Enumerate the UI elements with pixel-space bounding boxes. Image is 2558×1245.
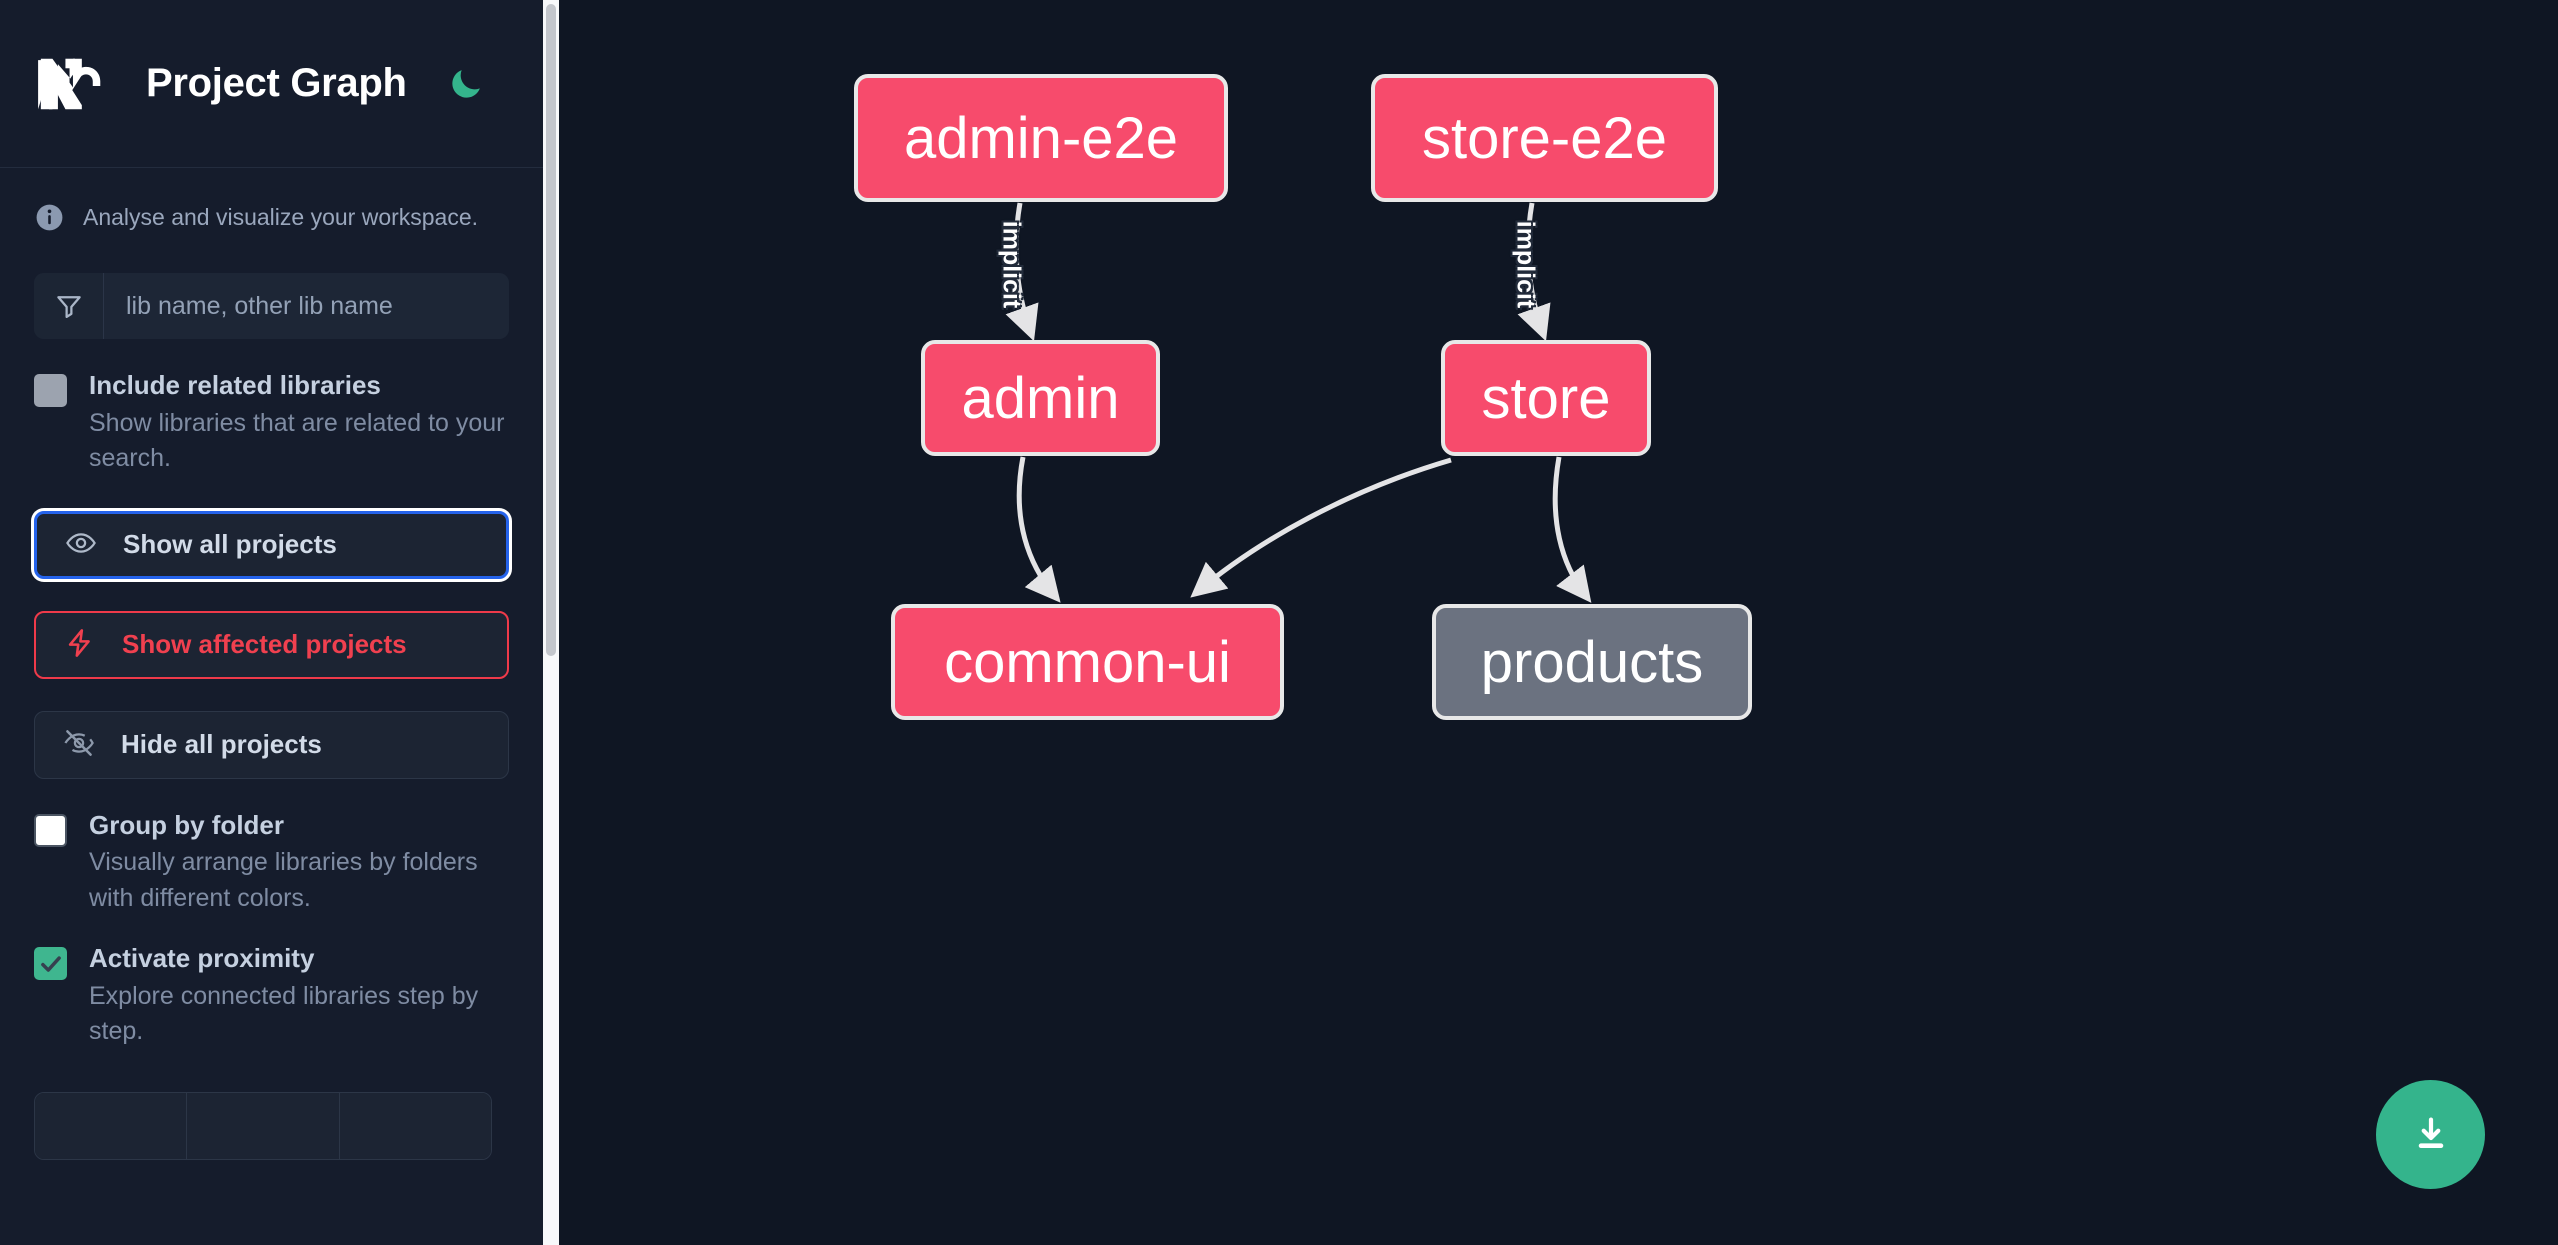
option-description: Explore connected libraries step by step… <box>89 981 479 1046</box>
eye-off-icon <box>63 727 95 762</box>
graph-edges-layer <box>1005 202 1592 603</box>
edge-store-e2e-to-store <box>1517 202 1551 342</box>
edge-admin-to-common-ui <box>1016 456 1061 603</box>
tagline-text: Analyse and visualize your workspace. <box>83 204 479 230</box>
graph-node-common-ui[interactable]: common-ui <box>891 604 1284 720</box>
search-box[interactable] <box>34 273 509 339</box>
graph-node-products[interactable]: products <box>1432 604 1752 720</box>
graph-node-store-e2e[interactable]: store-e2e <box>1371 74 1718 202</box>
option-label: Activate proximity <box>89 943 315 973</box>
lightning-icon <box>64 627 96 662</box>
hide-all-projects-button[interactable]: Hide all projects <box>34 710 509 779</box>
option-group-by-folder[interactable]: Group by folder Visually arrange librari… <box>0 779 543 917</box>
edge-admin-e2e-to-admin <box>1005 202 1039 342</box>
sidebar-header: Project Graph <box>0 0 543 168</box>
edge-store-to-common-ui <box>1190 457 1452 598</box>
option-label: Group by folder <box>89 809 284 840</box>
option-description: Visually arrange libraries by folders wi… <box>89 848 478 912</box>
moon-icon[interactable] <box>443 61 489 107</box>
show-affected-projects-button[interactable]: Show affected projects <box>34 610 509 679</box>
option-include-related-libraries[interactable]: Include related libraries Show libraries… <box>0 339 543 477</box>
checkbox-group-by-folder[interactable] <box>34 813 67 847</box>
checkbox-include-related-libraries[interactable] <box>34 374 67 407</box>
page-title: Project Graph <box>146 61 407 105</box>
search-input[interactable] <box>104 273 509 339</box>
checkbox-activate-proximity[interactable] <box>34 947 67 980</box>
sidebar-tagline: Analyse and visualize your workspace. <box>0 168 543 255</box>
segment-2[interactable] <box>187 1092 340 1159</box>
info-icon <box>34 202 65 233</box>
eye-icon <box>65 527 97 562</box>
option-label: Include related libraries <box>89 370 381 400</box>
graph-node-admin-e2e[interactable]: admin-e2e <box>854 74 1228 202</box>
segment-1[interactable] <box>35 1092 188 1159</box>
button-label: Show all projects <box>123 529 337 559</box>
download-icon <box>2418 1117 2443 1148</box>
graph-node-store[interactable]: store <box>1441 340 1651 456</box>
graph-node-admin[interactable]: admin <box>921 340 1160 456</box>
search-section <box>0 255 543 339</box>
bottom-segmented-control[interactable] <box>34 1091 492 1160</box>
sidebar: Project Graph Analyse and visualize yo <box>0 0 559 1245</box>
filter-icon <box>34 273 104 339</box>
segment-3[interactable] <box>339 1092 491 1159</box>
sidebar-scroll-content: Project Graph Analyse and visualize yo <box>0 0 543 1245</box>
option-activate-proximity[interactable]: Activate proximity Explore connected lib… <box>0 916 543 1050</box>
visibility-button-group: Show all projects Show affected projects <box>0 477 543 779</box>
show-all-projects-button[interactable]: Show all projects <box>34 510 509 579</box>
option-description: Show libraries that are related to your … <box>89 408 505 473</box>
sidebar-scrollbar-thumb[interactable] <box>546 4 556 656</box>
edge-store-to-products <box>1552 456 1592 603</box>
nx-logo-icon <box>34 53 116 115</box>
download-button[interactable] <box>2376 1080 2485 1189</box>
button-label: Hide all projects <box>121 729 322 759</box>
graph-canvas[interactable]: implicit implicit admin-e2e store-e2e ad… <box>559 0 2558 1245</box>
sidebar-scrollbar[interactable] <box>543 0 559 1245</box>
button-label: Show affected projects <box>122 629 407 659</box>
